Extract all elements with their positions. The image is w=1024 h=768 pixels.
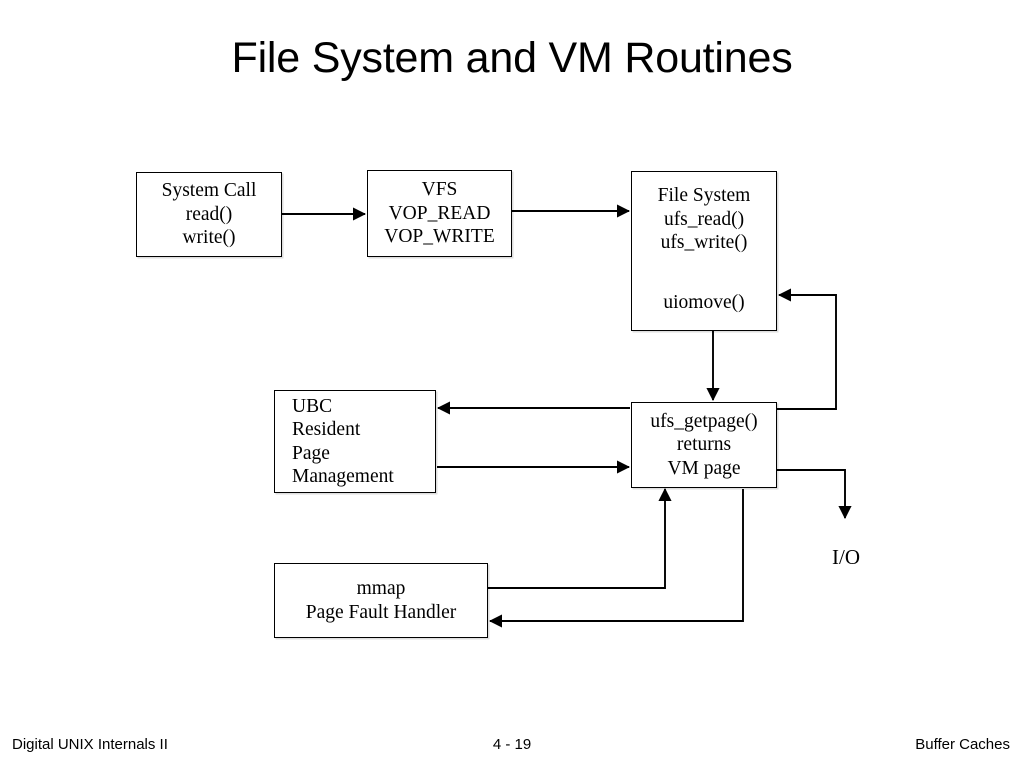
node-system-call[interactable]: System Call read() write() <box>136 172 282 257</box>
footer-right-text: Buffer Caches <box>915 736 1010 753</box>
diagram-canvas: System Call read() write() VFS VOP_READ … <box>136 170 860 638</box>
connector-getpage-to-mmap <box>488 489 744 628</box>
node-ufs-getpage-line-2: returns <box>676 434 732 456</box>
node-mmap-page-fault-handler[interactable]: mmap Page Fault Handler <box>274 563 488 638</box>
node-ubc-line-1: UBC <box>292 395 333 417</box>
connector-mmap-to-getpage <box>488 487 672 589</box>
node-system-call-line-1: System Call <box>161 180 257 202</box>
node-file-system-line-1: File System <box>657 185 751 206</box>
node-ubc-line-4: Management <box>292 466 394 487</box>
node-ufs-getpage-line-1: ufs_getpage() <box>650 410 758 432</box>
node-ubc-line-3: Page <box>292 442 330 464</box>
node-system-call-line-3: write() <box>182 227 236 249</box>
io-label: I/O <box>832 545 860 569</box>
connector-getpage-to-filesystem-loop <box>777 288 837 410</box>
node-vfs-line-1: VFS <box>421 179 458 201</box>
node-file-system-uiomove: uiomove() <box>663 291 745 313</box>
node-file-system[interactable]: File System ufs_read() ufs_write() uiomo… <box>631 171 777 331</box>
node-ufs-getpage-line-3: VM page <box>667 457 741 479</box>
node-system-call-line-2: read() <box>185 203 233 225</box>
footer-left-text: Digital UNIX Internals II <box>12 736 168 753</box>
node-ubc-line-2: Resident <box>292 419 361 440</box>
page-title: File System and VM Routines <box>231 34 793 82</box>
node-file-system-line-3: ufs_write() <box>660 232 748 253</box>
node-file-system-line-2: ufs_read() <box>663 208 745 230</box>
node-vfs-line-2: VOP_READ <box>388 202 491 224</box>
node-vfs-line-3: VOP_WRITE <box>384 226 495 248</box>
node-mmap-line-1: mmap <box>356 578 406 599</box>
footer-page-number: 4 - 19 <box>492 736 532 753</box>
connector-getpage-to-io <box>777 469 852 520</box>
node-ufs-getpage[interactable]: ufs_getpage() returns VM page <box>631 402 777 488</box>
slide-footer: Digital UNIX Internals II 4 - 19 Buffer … <box>0 728 1024 768</box>
diagram-connectors <box>282 204 852 628</box>
node-ubc[interactable]: UBC Resident Page Management <box>274 390 436 493</box>
node-vfs[interactable]: VFS VOP_READ VOP_WRITE <box>367 170 512 257</box>
node-mmap-line-2: Page Fault Handler <box>305 601 457 623</box>
